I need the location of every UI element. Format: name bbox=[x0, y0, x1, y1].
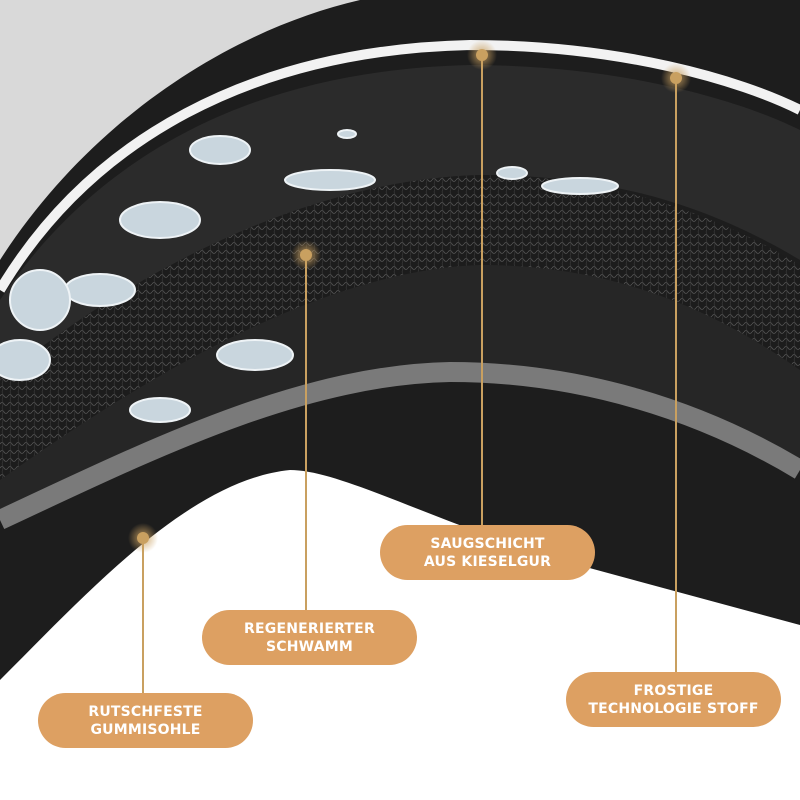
marker-stoff bbox=[661, 63, 691, 675]
label-line: AUS KIESELGUR bbox=[423, 553, 552, 570]
label-line: REGENERIERTER bbox=[244, 620, 375, 637]
label-line: SAUGSCHICHT bbox=[430, 535, 545, 552]
label-schwamm: REGENERIERTER SCHWAMM bbox=[202, 610, 417, 665]
label-gummisohle: RUTSCHFESTE GUMMISOHLE bbox=[38, 693, 253, 748]
marker-gummisohle bbox=[128, 523, 158, 695]
marker-schwamm bbox=[291, 240, 321, 612]
label-line: SCHWAMM bbox=[266, 638, 353, 655]
sponge-layer bbox=[0, 175, 800, 480]
label-stoff: FROSTIGE TECHNOLOGIE STOFF bbox=[566, 672, 781, 727]
top-fabric-surface bbox=[0, 0, 360, 260]
label-line: GUMMISOHLE bbox=[90, 721, 201, 738]
label-line: FROSTIGE bbox=[633, 682, 714, 699]
rubber-sole-edge bbox=[0, 361, 800, 530]
label-line: RUTSCHFESTE bbox=[88, 703, 203, 720]
label-line: TECHNOLOGIE STOFF bbox=[588, 700, 759, 717]
label-saugschicht: SAUGSCHICHT AUS KIESELGUR bbox=[380, 525, 595, 580]
water-droplets bbox=[0, 129, 619, 423]
marker-saugschicht bbox=[467, 40, 497, 528]
white-edge bbox=[0, 39, 800, 293]
